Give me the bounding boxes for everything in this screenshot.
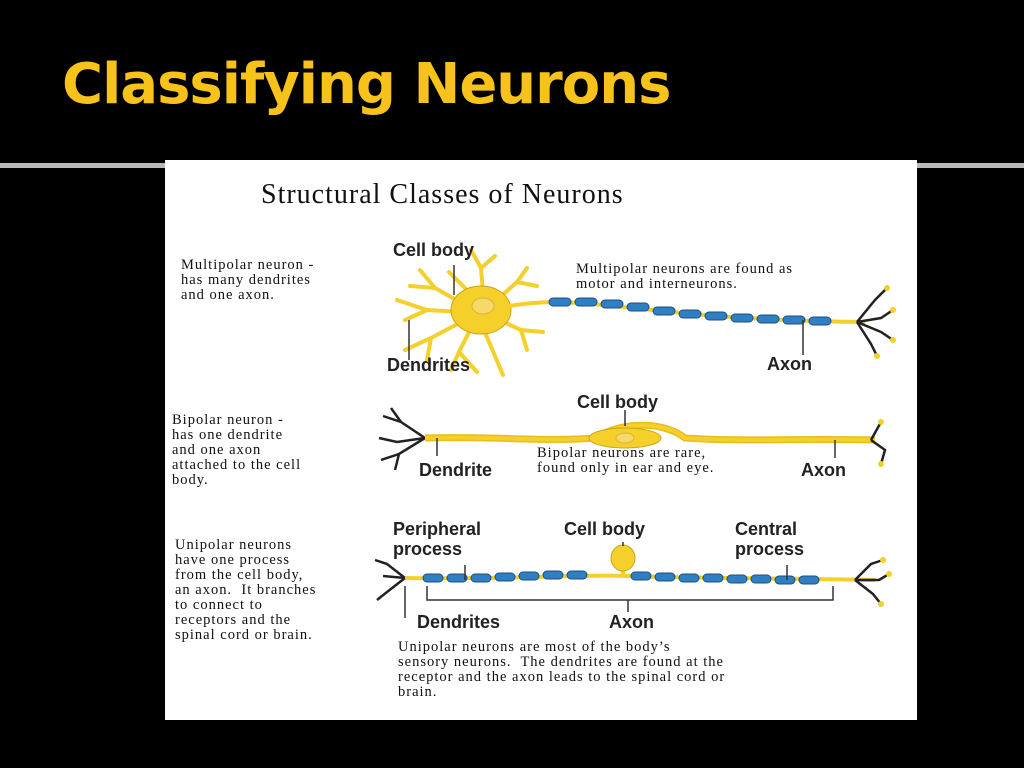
multipolar-axon-label: Axon [767, 354, 812, 374]
bipolar-dendrite-label: Dendrite [419, 460, 493, 480]
bipolar-note: Bipolar neurons are rare, found only in … [537, 445, 715, 476]
unipolar-axon-label: Axon [609, 612, 654, 632]
bipolar-description: Bipolar neuron - has one dendrite and on… [172, 412, 302, 488]
unipolar-central-process-label: Central process [735, 519, 805, 559]
slide-title: Classifying Neurons [62, 52, 671, 117]
unipolar-cell-body-label: Cell body [564, 519, 646, 539]
multipolar-neuron-drawing [395, 248, 896, 377]
multipolar-description: Multipolar neuron - has many dendrites a… [181, 257, 315, 303]
multipolar-note: Multipolar neurons are found as motor an… [576, 261, 794, 292]
unipolar-description: Unipolar neurons have one process from t… [175, 537, 317, 643]
bipolar-neuron-drawing [378, 407, 887, 471]
unipolar-peripheral-process-label: Peripheral process [393, 519, 482, 559]
diagram-heading: Structural Classes of Neurons [261, 179, 624, 210]
unipolar-note: Unipolar neurons are most of the body’s … [398, 639, 726, 700]
multipolar-dendrites-label: Dendrites [387, 355, 471, 375]
unipolar-dendrites-label: Dendrites [417, 612, 501, 632]
multipolar-cell-body-label: Cell body [393, 240, 475, 260]
bipolar-cell-body-label: Cell body [577, 392, 659, 412]
unipolar-neuron-drawing [374, 542, 892, 618]
neuron-diagram-panel: Structural Classes of Neurons Multipolar… [165, 160, 917, 720]
bipolar-axon-label: Axon [801, 460, 846, 480]
neuron-diagram-svg [374, 248, 896, 618]
